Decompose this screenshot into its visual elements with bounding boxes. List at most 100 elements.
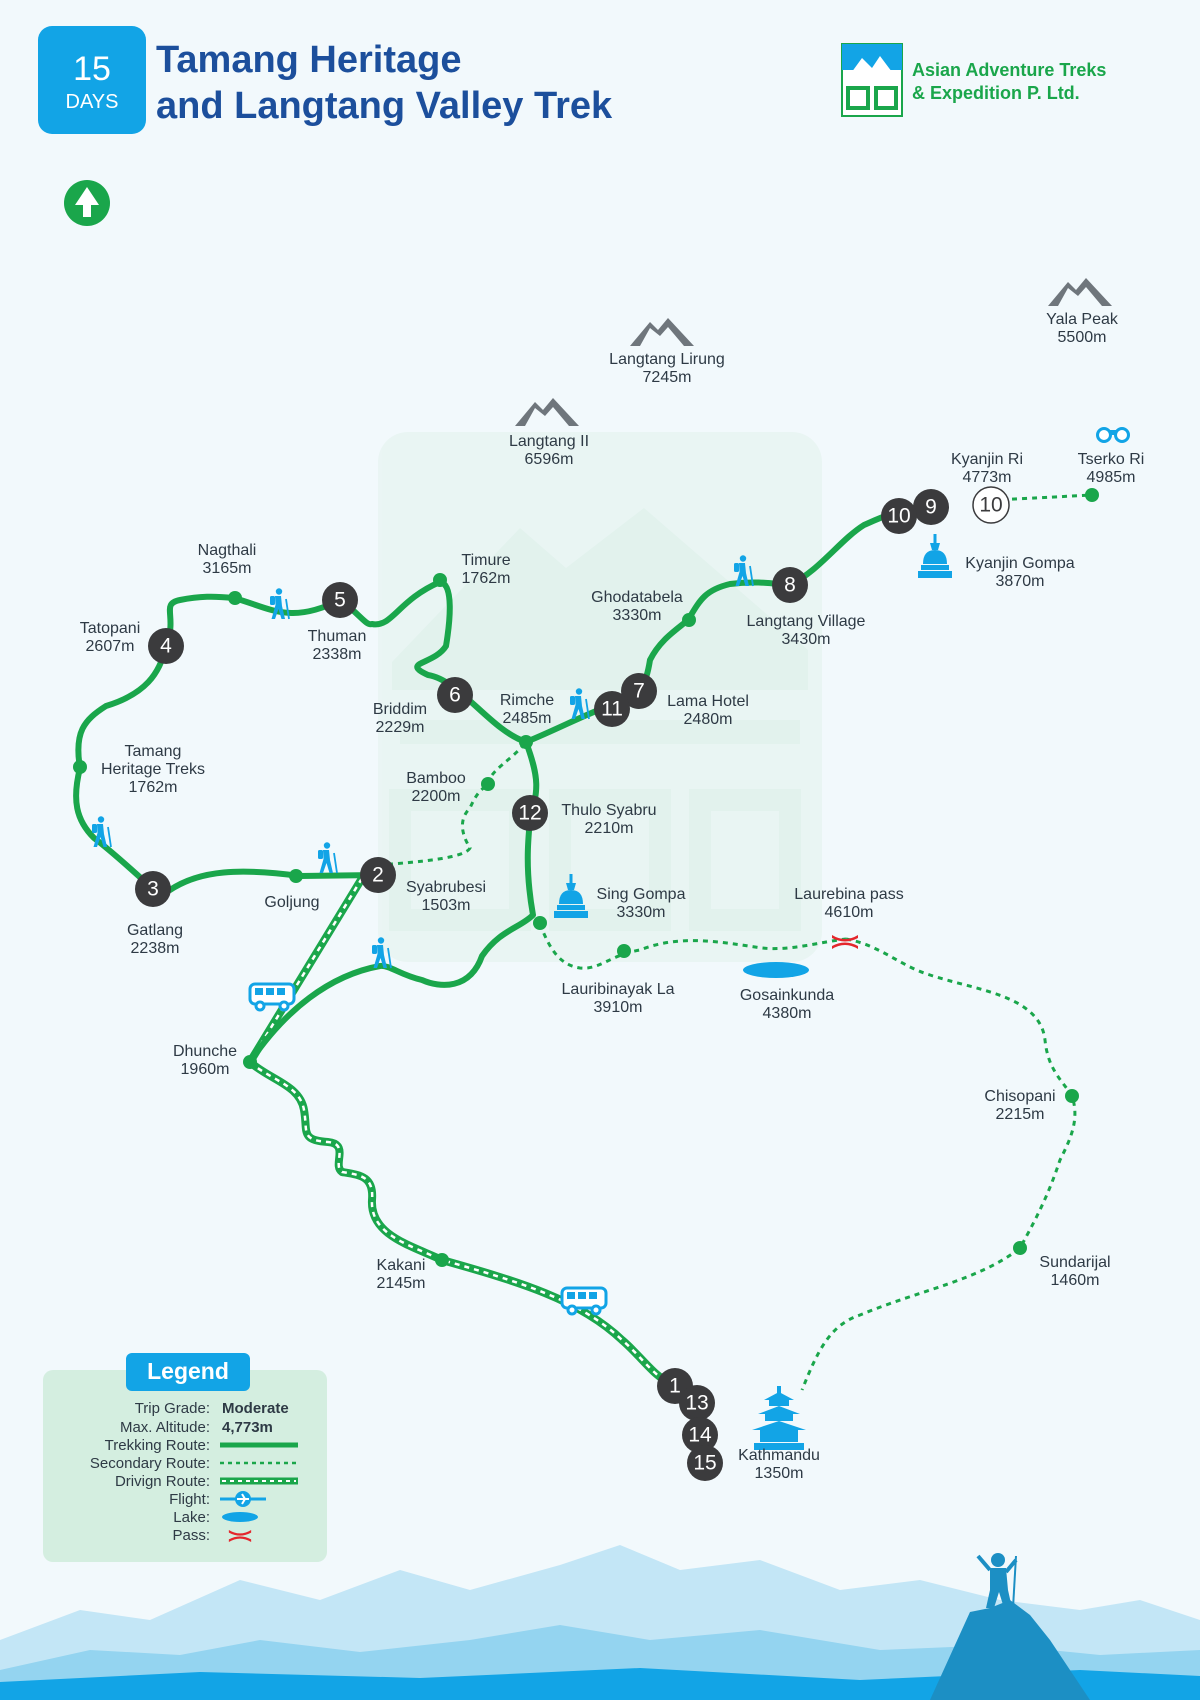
day-marker: 12 [512,795,548,831]
svg-text:1: 1 [669,1375,681,1398]
place-alt: 2145m [377,1275,426,1292]
day-marker: 14 [682,1417,718,1453]
place-alt: 2215m [996,1106,1045,1123]
place-alt: 1762m [462,570,511,587]
place-name: Briddim [373,701,427,718]
day-marker: 4 [148,628,184,664]
mountain-backdrop [0,1545,1200,1700]
place-alt: 4985m [1087,469,1136,486]
day-marker: 11 [594,691,630,727]
svg-text:10: 10 [979,494,1002,517]
place-alt: 1350m [755,1465,804,1482]
place-alt: 1960m [181,1061,230,1078]
place-name: Laurebina pass [794,886,903,903]
trek-title-line2: and Langtang Valley Trek [156,85,613,127]
place-name: Tserko Ri [1078,451,1145,468]
day-marker: 9 [913,489,949,525]
place-name: Thuman [308,628,367,645]
legend-label: Drivign Route: [115,1473,210,1490]
day-markers: 1 2 3 4 5 6 7 8 9 10 10 11 12 13 14 15 [135,486,1010,1481]
svg-text:5: 5 [334,589,346,612]
legend-label: Flight: [169,1491,210,1508]
place-name: Chisopani [984,1088,1055,1105]
place-alt: 1503m [422,897,471,914]
stupa-icon [918,534,952,578]
place-name: Dhunche [173,1043,237,1060]
svg-text:11: 11 [601,698,623,721]
place-name: Tatopani [80,620,141,637]
place-name-line2: Heritage Treks [101,761,205,778]
legend-label: Max. Altitude: [120,1419,210,1436]
legend-label: Pass: [172,1527,210,1544]
place-alt: 3910m [594,999,643,1016]
place-alt: 2229m [376,719,425,736]
svg-text:13: 13 [685,1392,708,1415]
climber-silhouette-icon [976,1553,1018,1609]
north-arrow-icon [64,180,110,226]
day-marker: 15 [687,1445,723,1481]
svg-text:10: 10 [887,505,910,528]
legend-label: Trekking Route: [105,1437,210,1454]
place-name: Lauribinayak La [562,981,675,998]
day-marker: 2 [360,857,396,893]
place-name: Bamboo [406,770,466,787]
place-alt: 4380m [763,1005,812,1022]
legend-value: 4,773m [222,1419,273,1436]
svg-text:9: 9 [925,496,937,519]
pass-icon [832,935,858,949]
legend-label: Lake: [173,1509,210,1526]
mountain-peak-icon [1048,278,1112,306]
place-alt: 2480m [684,711,733,728]
peak-alt: 5500m [1058,329,1107,346]
place-name: Gatlang [127,922,183,939]
lake-icon [743,962,809,978]
place-name: Goljung [264,894,319,911]
svg-text:7: 7 [633,680,645,703]
binoculars-icon [1096,427,1130,443]
place-alt: 2210m [585,820,634,837]
legend-label: Secondary Route: [90,1455,210,1472]
place-name: Syabrubesi [406,879,486,896]
legend-label: Trip Grade: [135,1400,210,1417]
lake-icon [222,1512,258,1522]
place-name: Sing Gompa [597,886,686,903]
day-marker: 6 [437,677,473,713]
mountain-peak-icon [630,318,694,346]
brand-line2: & Expedition P. Ltd. [912,83,1080,103]
svg-text:15: 15 [693,1452,716,1475]
legend-title: Legend [147,1358,229,1384]
day-marker: 3 [135,871,171,907]
svg-text:14: 14 [688,1424,712,1447]
place-alt: 2238m [131,940,180,957]
peak-alt: 6596m [525,451,574,468]
peak-alt: 7245m [643,369,692,386]
trek-title-line1: Tamang Heritage [156,39,461,81]
day-marker: 10 [881,498,917,534]
place-name: Rimche [500,692,554,709]
hiker-icon [317,842,338,874]
place-alt: 3330m [617,904,666,921]
pagoda-temple-icon [752,1386,806,1450]
svg-text:2: 2 [372,864,384,887]
svg-text:12: 12 [518,802,541,825]
place-name: Thulo Syabru [561,802,656,819]
place-name: Kyanjin Ri [951,451,1023,468]
day-marker: 10 [972,486,1010,524]
place-alt: 2200m [412,788,461,805]
place-name: Timure [461,552,510,569]
brand-line1: Asian Adventure Treks [912,60,1106,80]
place-name: Kakani [377,1257,426,1274]
day-marker: 5 [322,582,358,618]
place-alt: 3870m [996,573,1045,590]
place-alt: 2607m [86,638,135,655]
days-number: 15 [73,50,111,88]
place-alt: 2485m [503,710,552,727]
place-alt: 3430m [782,631,831,648]
bus-icon [248,982,296,1012]
place-alt: 4773m [963,469,1012,486]
day-marker: 8 [772,567,808,603]
place-name: Ghodatabela [591,589,683,606]
place-name: Langtang Village [747,613,866,630]
place-name: Nagthali [198,542,257,559]
